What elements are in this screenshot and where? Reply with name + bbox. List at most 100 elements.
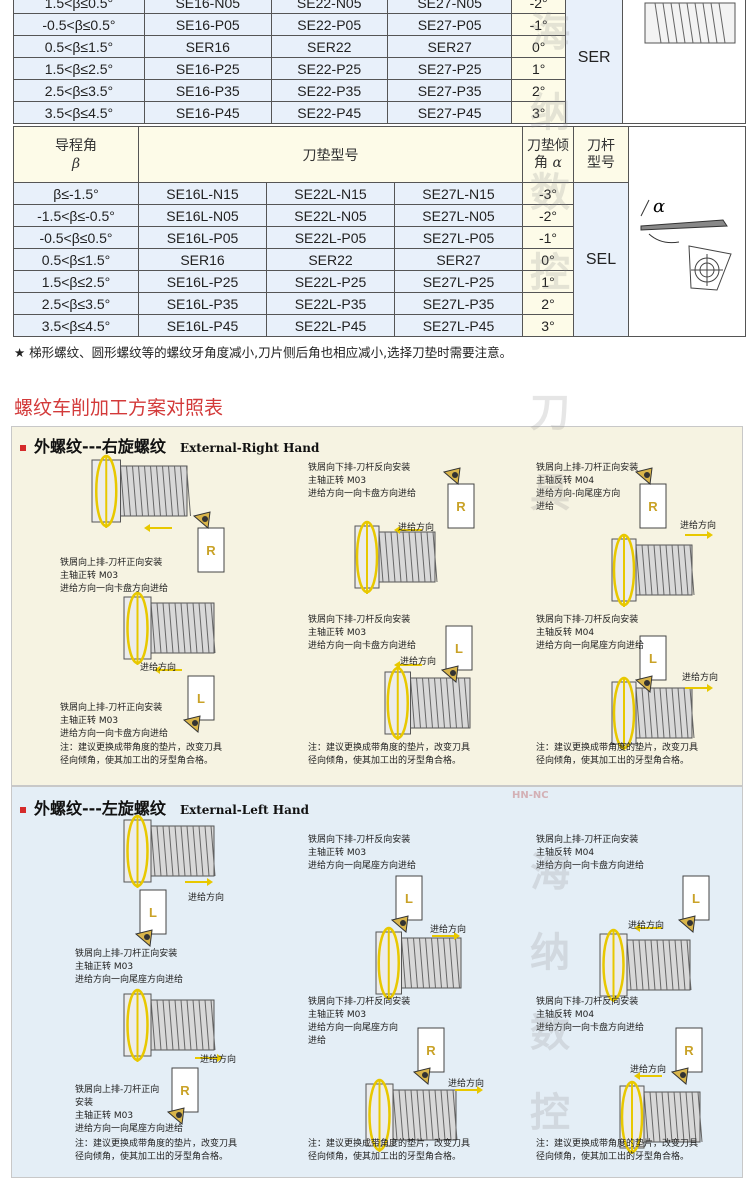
lead-angle-cell: 1.5<β≤2.5° [13, 270, 139, 293]
holder-class-cell: SEL [573, 182, 629, 337]
selection-note: ★ 梯形螺纹、圆形螺纹等的螺纹牙角度减小,刀片侧后角也相应减小,选择刀垫时需要注… [14, 345, 513, 360]
shim-27-cell: SE27L-P05 [394, 226, 523, 249]
caption-line: 径向倾角，使其加工出的牙型角合格。 [308, 1152, 462, 1162]
workpiece-illustration [619, 1080, 703, 1154]
feed-arrow-icon [685, 684, 713, 692]
feed-direction-label: 进给方向 [448, 1079, 485, 1089]
watermark-char: 海 [530, 10, 570, 56]
svg-text:L: L [455, 641, 463, 656]
svg-text:R: R [648, 499, 658, 514]
feed-arrow-icon [144, 524, 172, 532]
caption-line: 铁屑向下排-刀杆反向安装 [308, 835, 411, 845]
svg-text:R: R [456, 499, 466, 514]
bullet-square-icon [20, 444, 26, 451]
caption-line: 进给方向一向卡盘方向进给 [60, 584, 169, 594]
tool-holder-l-illustration: L [440, 625, 473, 683]
watermark-char: 数 [530, 1010, 570, 1056]
shim-16-cell: SE16L-P45 [138, 314, 267, 337]
feed-direction-label: 进给方向 [430, 925, 467, 935]
svg-text:α: α [653, 196, 665, 217]
feed-direction-label: 进给方向 [188, 893, 225, 903]
caption-line: 进给方向一向卡盘方向进给 [308, 641, 417, 651]
lead-angle-cell: 3.5<β≤4.5° [13, 314, 139, 337]
caption-line: 进给方向一向卡盘方向进给 [308, 489, 417, 499]
tool-holder-l-illustration: L [677, 875, 710, 933]
caption-line: 进给方向一向尾座方向进给 [308, 861, 417, 871]
shim-22-cell: SE22L-P05 [266, 226, 395, 249]
caption-line: 注：建议更换成带角度的垫片，改变刀具 [536, 1139, 699, 1149]
shim-27-cell: SE27-P35 [386, 79, 513, 102]
shim-22-cell: SE22-P35 [270, 79, 388, 102]
illustration-caption: 注：建议更换成带角度的垫片，改变刀具径向倾角，使其加工出的牙型角合格。 [308, 742, 470, 768]
feed-arrow-icon [634, 1072, 662, 1080]
feed-arrow-icon [195, 1054, 223, 1062]
shim-16-cell: SE16-P45 [143, 101, 272, 124]
caption-line: 铁屑向上排-刀杆正向安装 [75, 949, 178, 959]
lead-angle-cell: 1.5<β≤2.5° [13, 57, 145, 80]
tilt-angle-cell: -2° [511, 0, 566, 14]
tilt-angle-cell: 3° [511, 101, 566, 124]
illustration-caption: 注：建议更换成带角度的垫片，改变刀具径向倾角，使其加工出的牙型角合格。 [75, 1138, 237, 1164]
workpiece-illustration [375, 926, 462, 1000]
caption-line: 进给方向-向尾座方向 [536, 489, 621, 499]
tilt-angle-cell: 3° [522, 314, 574, 337]
shim-16-cell: SER16 [143, 35, 272, 58]
shim-16-cell: SER16 [138, 248, 267, 271]
caption-line: 径向倾角，使其加工出的牙型角合格。 [75, 1152, 229, 1162]
lead-angle-cell: 2.5<β≤3.5° [13, 79, 145, 102]
lead-angle-cell: -1.5<β≤-0.5° [13, 204, 139, 227]
section-title: 螺纹车削加工方案对照表 [14, 397, 224, 419]
svg-text:R: R [206, 543, 216, 558]
caption-line: 径向倾角，使其加工出的牙型角合格。 [308, 756, 462, 766]
workpiece-illustration [354, 520, 438, 594]
caption-line: 进给方向一向尾座方向进给 [75, 975, 184, 985]
tilt-angle-cell: -1° [511, 13, 566, 36]
caption-line: 进给 [536, 502, 555, 512]
caption-line: 进给方向一向尾座方向 [308, 1023, 399, 1033]
lead-angle-cell: -0.5<β≤0.5° [13, 226, 139, 249]
svg-text:R: R [426, 1043, 436, 1058]
workpiece-illustration [611, 676, 695, 750]
shim-22-cell: SE22L-P35 [266, 292, 395, 315]
workpiece-illustration [365, 1078, 458, 1152]
shim-27-cell: SE27-P25 [386, 57, 513, 80]
caption-line: 铁屑向下排-刀杆反向安装 [308, 997, 411, 1007]
feed-direction-label: 进给方向 [680, 521, 717, 531]
feed-direction-label: 进给方向 [630, 1065, 667, 1075]
svg-text:L: L [649, 651, 657, 666]
feed-arrow-icon [154, 666, 182, 674]
caption-line: 铁屑向上排-刀杆正向 [75, 1085, 160, 1095]
feed-direction-label: 进给方向 [682, 673, 719, 683]
watermark-char: 控 [530, 1090, 570, 1136]
watermark-char: 刀 [530, 390, 570, 436]
svg-text:L: L [692, 891, 700, 906]
caption-line: 主轴反转 M04 [536, 848, 595, 858]
shim-27-cell: SE27L-N05 [394, 204, 523, 227]
shim-27-cell: SE27L-P35 [394, 292, 523, 315]
watermark-char: 数 [530, 170, 570, 216]
shim-22-cell: SE22-P05 [270, 13, 388, 36]
caption-line: 安装 [75, 1098, 94, 1108]
watermark-char: 具 [530, 470, 570, 516]
caption-line: 进给方向一向尾座方向进给 [75, 1124, 184, 1134]
caption-line: 主轴正转 M03 [60, 571, 119, 581]
shim-16-cell: SE16-N05 [143, 0, 272, 14]
shim-16-cell: SE16L-N15 [138, 182, 267, 205]
watermark-char: 纳 [530, 90, 570, 136]
shim-27-cell: SE27L-N15 [394, 182, 523, 205]
caption-line: 铁屑向下排-刀杆反向安装 [308, 463, 411, 473]
tilt-angle-cell: 2° [522, 292, 574, 315]
